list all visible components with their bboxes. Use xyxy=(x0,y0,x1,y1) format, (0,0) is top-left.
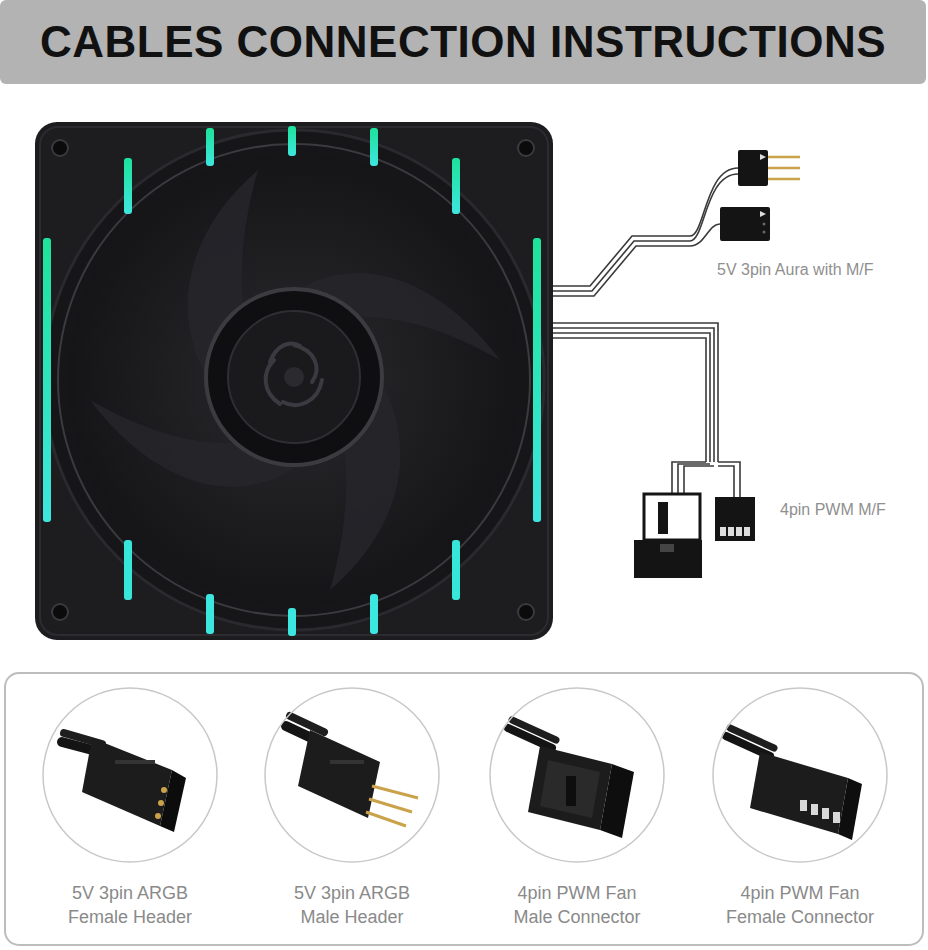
fan-illustration xyxy=(35,122,553,640)
circle-outline xyxy=(30,687,230,863)
title-bar xyxy=(0,0,926,84)
pwm-female-connector xyxy=(715,497,755,541)
circle-border xyxy=(490,688,664,862)
argb-male-connector xyxy=(738,150,800,186)
argb-cable xyxy=(553,168,738,296)
connector-caption: 5V 3pin ARGB Male Header xyxy=(274,881,430,929)
pwm-male-connector xyxy=(634,494,702,578)
cable-label: 4pin PWM M/F xyxy=(780,500,886,520)
connector-caption: 4pin PWM Fan Female Connector xyxy=(722,881,878,929)
argb-male-icon xyxy=(286,716,418,826)
argb-female-connector xyxy=(720,207,770,241)
circle-outline xyxy=(477,687,677,863)
circle-border xyxy=(43,688,217,862)
cable-label: 5V 3pin Aura with M/F xyxy=(717,260,874,280)
connector-caption: 4pin PWM Fan Male Connector xyxy=(499,881,655,929)
pwm-male-icon xyxy=(508,720,634,838)
circle-border xyxy=(265,688,439,862)
led-segment xyxy=(43,126,541,636)
connector-panel xyxy=(5,673,923,945)
pwm-female-icon xyxy=(726,728,862,840)
circle-border xyxy=(713,688,887,862)
pwm-cable xyxy=(553,323,740,498)
circle-outline xyxy=(252,687,452,863)
argb-female-icon xyxy=(62,733,186,832)
connector-caption: 5V 3pin ARGB Female Header xyxy=(52,881,208,929)
connector-circle: 5V 3pin ARGB Male Header xyxy=(252,687,452,929)
connector-circle: 5V 3pin ARGB Female Header xyxy=(30,687,230,929)
title-band: CABLES CONNECTION INSTRUCTIONS xyxy=(0,0,926,84)
connector-circle: 4pin PWM Fan Male Connector xyxy=(477,687,677,929)
circle-outline xyxy=(700,687,900,863)
connector-circle: 4pin PWM Fan Female Connector xyxy=(700,687,900,929)
title-text: CABLES CONNECTION INSTRUCTIONS xyxy=(40,17,886,67)
